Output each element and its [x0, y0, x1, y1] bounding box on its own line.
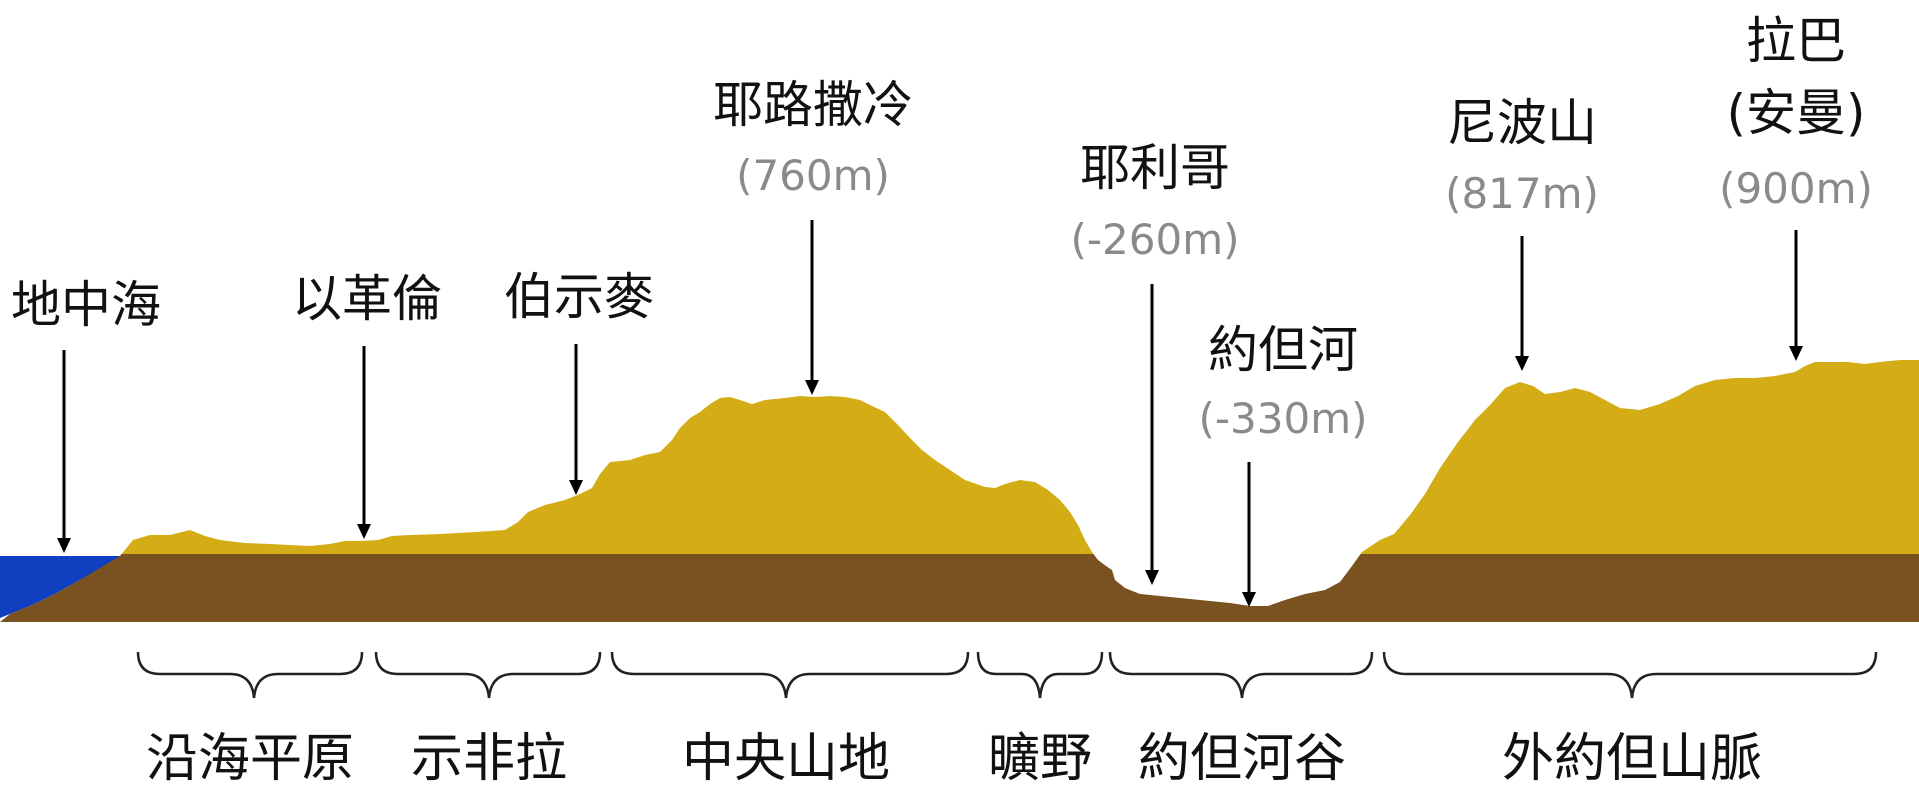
place-elevation: (760m)	[736, 151, 890, 200]
place-name: 以革倫	[292, 270, 442, 328]
region-braces	[136, 651, 1878, 699]
arrowhead	[57, 538, 71, 553]
place-name: 地中海	[11, 276, 161, 334]
place-labels: 地中海 以革倫 伯示麥 耶路撒冷 (760m) 耶利哥 (-260m)	[11, 12, 1873, 607]
brace-coastal-plain	[136, 651, 364, 699]
place-jordan-river: 約但河 (-330m)	[1198, 321, 1368, 607]
place-elevation: (900m)	[1719, 164, 1873, 213]
arrowhead	[569, 480, 583, 495]
place-elevation: (-260m)	[1070, 215, 1239, 264]
place-mediterranean: 地中海	[11, 276, 161, 553]
brace-transjordan-mountains	[1382, 651, 1878, 699]
place-name: 伯示麥	[504, 268, 654, 326]
place-name: 耶利哥	[1080, 139, 1230, 197]
place-rabbah: 拉巴 (安曼) (900m)	[1719, 12, 1873, 361]
place-elevation: (817m)	[1445, 169, 1599, 218]
arrowhead	[1242, 592, 1256, 607]
place-elevation: (-330m)	[1198, 394, 1367, 443]
place-mount-nebo: 尼波山 (817m)	[1445, 94, 1599, 371]
brace-central-highlands	[610, 651, 970, 699]
arrowhead	[1515, 356, 1529, 371]
arrowhead	[1145, 570, 1159, 585]
place-name: 拉巴	[1746, 12, 1846, 70]
place-name: 耶路撒冷	[713, 76, 913, 134]
arrowhead	[805, 380, 819, 395]
terrain-above-sea-level	[121, 360, 1919, 554]
arrowhead	[1789, 346, 1803, 361]
place-name: 約但河	[1208, 321, 1358, 379]
region-shephelah: 示非拉	[411, 729, 567, 788]
place-ekron: 以革倫	[292, 270, 442, 539]
terrain	[0, 360, 1919, 788]
region-jordan-valley: 約但河谷	[1138, 729, 1346, 788]
brace-wilderness	[976, 651, 1104, 699]
arrowhead	[357, 524, 371, 539]
place-name: 尼波山	[1447, 94, 1597, 152]
place-name-secondary: (安曼)	[1726, 84, 1865, 142]
brace-jordan-valley	[1108, 651, 1374, 699]
region-transjordan-mountains: 外約但山脈	[1502, 729, 1762, 788]
region-labels: 沿海平原 示非拉 中央山地 曠野 約但河谷 外約但山脈	[146, 729, 1762, 788]
region-central-highlands: 中央山地	[682, 729, 890, 788]
section-bottom-mask	[0, 622, 1919, 788]
place-jericho: 耶利哥 (-260m)	[1070, 139, 1240, 585]
region-wilderness: 曠野	[988, 729, 1092, 788]
region-coastal-plain: 沿海平原	[146, 729, 354, 788]
brace-shephelah	[374, 651, 602, 699]
place-bethshemesh: 伯示麥	[504, 268, 654, 495]
place-jerusalem: 耶路撒冷 (760m)	[713, 76, 913, 395]
